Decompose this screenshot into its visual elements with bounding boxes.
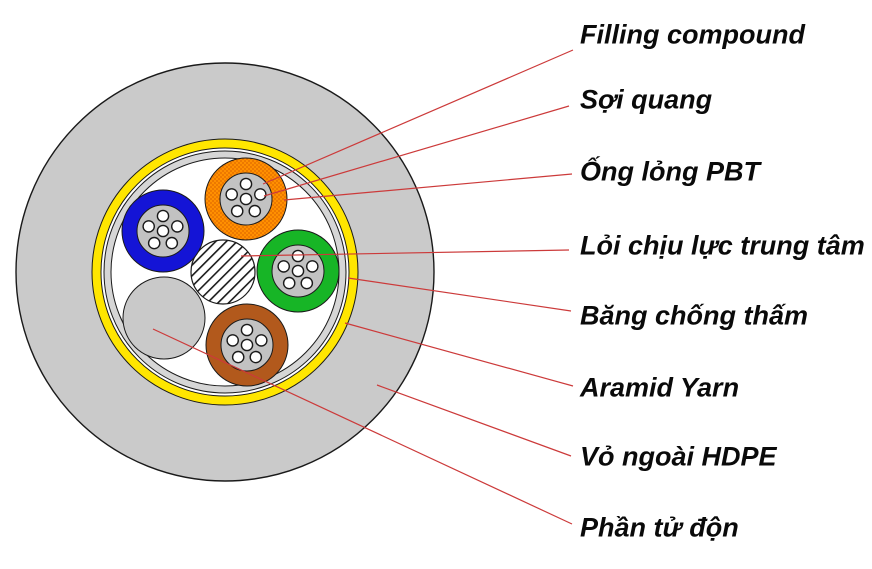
- leader-soi-quang: [263, 105, 570, 197]
- leader-vo-ngoai-hdpe: [376, 384, 572, 457]
- loose-tube-orange: [204, 157, 288, 241]
- filler-element-circle: [122, 276, 206, 360]
- label-ong-long-pbt: Ống lỏng PBT: [580, 156, 760, 187]
- leader-loi-chiu-luc: [240, 249, 570, 257]
- label-vo-ngoai-hdpe: Vỏ ngoài HDPE: [580, 441, 777, 472]
- loose-tube-brown: [205, 303, 289, 387]
- leader-ong-long-pbt: [283, 173, 573, 201]
- loose-tube-blue: [121, 189, 205, 273]
- leader-lines: [152, 49, 574, 525]
- leader-filling-compound: [262, 49, 574, 185]
- label-phan-tu-don: Phần tử độn: [580, 512, 739, 543]
- label-loi-chiu-luc-trung-tam: Lỏi chịu lực trung tâm: [580, 230, 865, 261]
- label-bang-chong-tham: Băng chống thấm: [580, 300, 808, 331]
- loose-tube-green: [256, 229, 340, 313]
- leader-bang-chong-tham: [347, 277, 572, 312]
- leader-phan-tu-don: [152, 328, 573, 525]
- central-strength-member: [190, 239, 256, 305]
- label-aramid-yarn: Aramid Yarn: [580, 372, 740, 403]
- label-soi-quang: Sợi quang: [580, 84, 713, 115]
- label-filling-compound: Filling compound: [580, 19, 805, 50]
- leader-aramid-yarn: [344, 322, 574, 387]
